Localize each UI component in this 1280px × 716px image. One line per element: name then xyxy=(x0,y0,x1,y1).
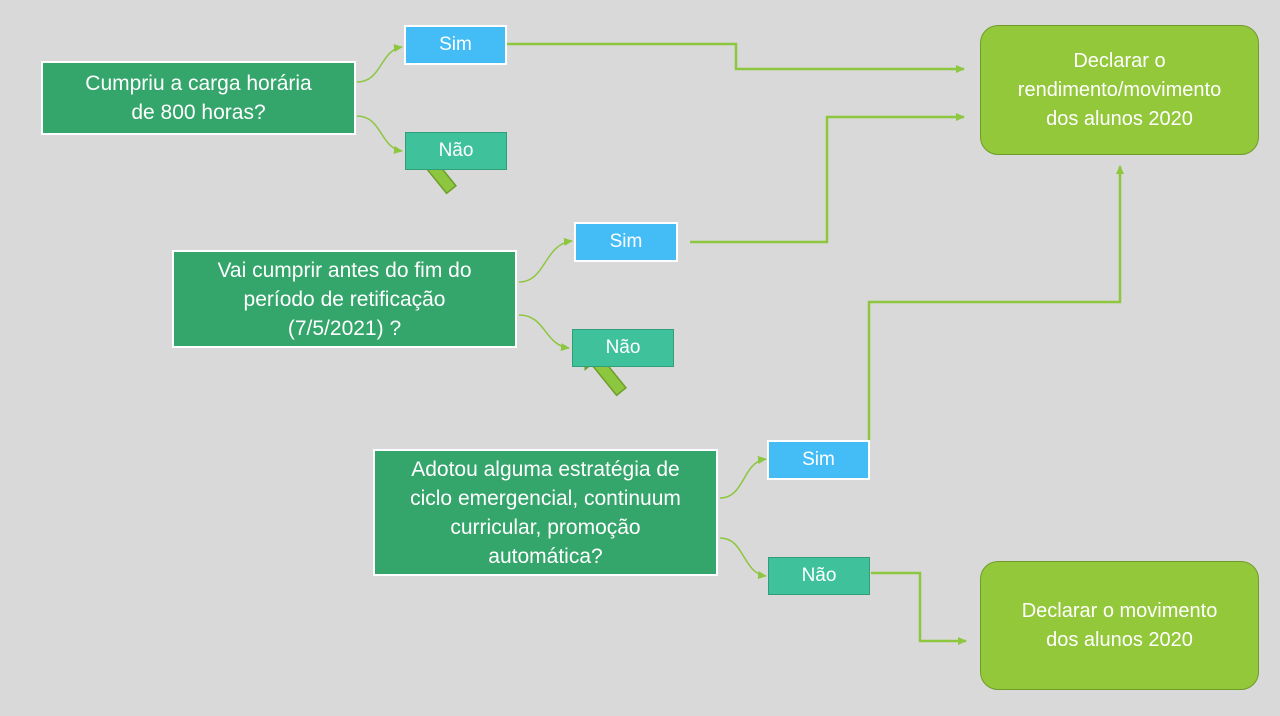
branch-q1-sim xyxy=(356,44,403,83)
result-box-rendimento-movimento: Declarar o rendimento/movimento dos alun… xyxy=(980,25,1259,155)
answer-q2-sim-label: Sim xyxy=(609,231,643,252)
branch-q3-nao xyxy=(719,537,767,579)
branch-q3-sim xyxy=(719,456,767,499)
answer-q3-nao-label: Não xyxy=(801,565,837,586)
answer-q2-nao-label: Não xyxy=(605,337,641,358)
answer-q1-nao-label: Não xyxy=(438,140,474,161)
result-2-text: Declarar o movimento dos alunos 2020 xyxy=(1021,599,1218,651)
connector-q3-nao-to-r2 xyxy=(871,571,967,645)
connector-q1-sim-to-r1 xyxy=(507,42,965,73)
result-1-text: Declarar o rendimento/movimento dos alun… xyxy=(1017,49,1222,130)
answer-q1-sim-label: Sim xyxy=(439,34,472,55)
answer-q3-nao: Não xyxy=(768,557,870,595)
answer-q2-sim: Sim xyxy=(574,222,678,262)
connector-q2-sim-to-r1 xyxy=(690,113,965,244)
question-3-text: Adotou alguma estratégia de ciclo emerge… xyxy=(410,457,681,568)
question-box-3: Adotou alguma estratégia de ciclo emerge… xyxy=(373,449,718,576)
branch-q2-sim xyxy=(518,237,573,283)
question-box-1: Cumpriu a carga horária de 800 horas? xyxy=(41,61,356,135)
question-1-text: Cumpriu a carga horária de 800 horas? xyxy=(85,72,312,124)
question-2-text: Vai cumprir antes do fim do período de r… xyxy=(217,258,472,340)
branch-q1-nao xyxy=(356,115,403,154)
answer-q3-sim: Sim xyxy=(767,440,870,480)
answer-q1-sim: Sim xyxy=(404,25,507,65)
connector-q3-sim-to-r1 xyxy=(867,165,1124,440)
answer-q1-nao: Não xyxy=(405,132,507,170)
branch-q2-nao xyxy=(518,314,570,352)
question-box-2: Vai cumprir antes do fim do período de r… xyxy=(172,250,517,348)
result-box-movimento: Declarar o movimento dos alunos 2020 xyxy=(980,561,1259,690)
answer-q2-nao: Não xyxy=(572,329,674,367)
answer-q3-sim-label: Sim xyxy=(802,449,835,470)
